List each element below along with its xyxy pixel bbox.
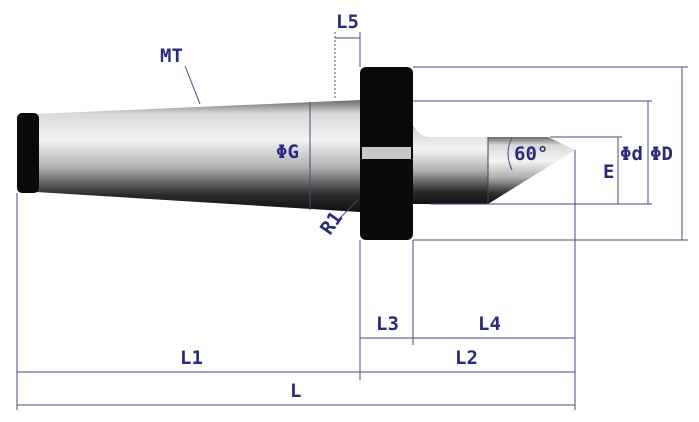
label-mt: MT <box>160 45 183 67</box>
label-e: E <box>603 161 614 183</box>
label-l5: L5 <box>336 11 359 33</box>
label-l2: L2 <box>455 347 478 369</box>
label-l: L <box>290 380 301 402</box>
shank-end-cap <box>17 113 39 193</box>
front-shaft <box>410 120 488 204</box>
cone-point <box>488 137 575 204</box>
label-phi-d-small: Φd <box>620 143 643 165</box>
label-l4: L4 <box>478 313 501 335</box>
taper-shank <box>36 100 360 212</box>
label-phi-d-large: ΦD <box>650 143 673 165</box>
label-r1: R1 <box>316 207 347 238</box>
label-l3: L3 <box>376 313 399 335</box>
label-angle: 60° <box>514 143 548 165</box>
label-l1: L1 <box>180 347 203 369</box>
dimension-lines <box>16 32 688 410</box>
label-phi-g: ΦG <box>276 141 299 163</box>
flange-band <box>362 147 411 159</box>
